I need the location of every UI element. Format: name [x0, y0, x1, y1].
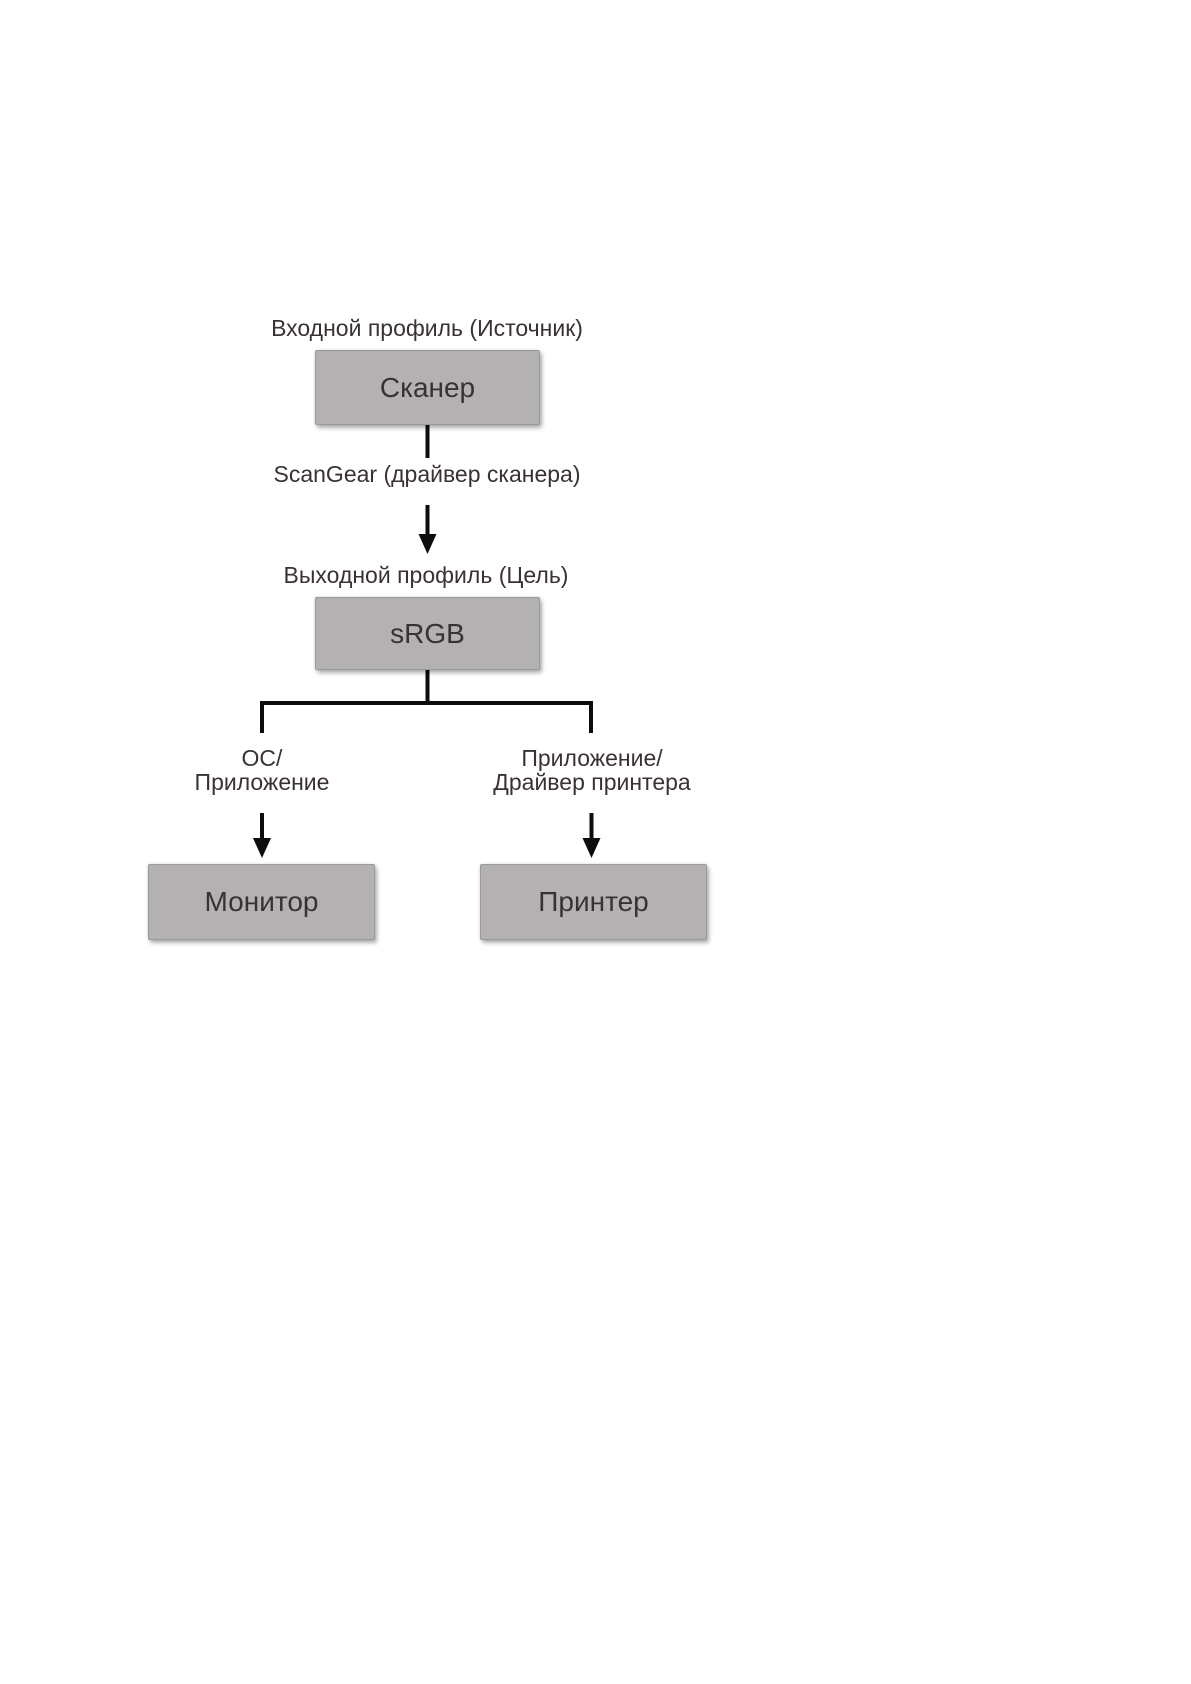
- monitor-node: Монитор: [148, 864, 375, 940]
- os-application-label: ОС/ Приложение: [195, 746, 330, 794]
- printer-node: Принтер: [480, 864, 707, 940]
- srgb-node-label: sRGB: [390, 617, 465, 649]
- output-profile-label: Выходной профиль (Цель): [283, 562, 569, 588]
- application-printer-driver-label: Приложение/ Драйвер принтера: [493, 746, 690, 794]
- down-arrow-scangear-head-icon: [418, 534, 437, 554]
- down-arrow-printer-head-icon: [582, 838, 601, 858]
- scangear-driver-label: ScanGear (драйвер сканера): [273, 461, 581, 487]
- input-profile-label: Входной профиль (Источник): [271, 315, 583, 341]
- scanner-node: Сканер: [315, 350, 540, 425]
- application-printer-driver-label-line2: Драйвер принтера: [493, 769, 691, 795]
- branch-tee-line: [260, 701, 593, 733]
- os-application-label-line2: Приложение: [194, 769, 330, 795]
- application-printer-driver-label-line1: Приложение/: [521, 745, 663, 771]
- os-application-label-line1: ОС/: [241, 745, 283, 771]
- printer-node-label: Принтер: [538, 886, 649, 917]
- monitor-node-label: Монитор: [204, 886, 319, 917]
- srgb-node: sRGB: [315, 597, 540, 670]
- scanner-node-label: Сканер: [379, 371, 476, 403]
- down-arrow-monitor-head-icon: [253, 838, 271, 858]
